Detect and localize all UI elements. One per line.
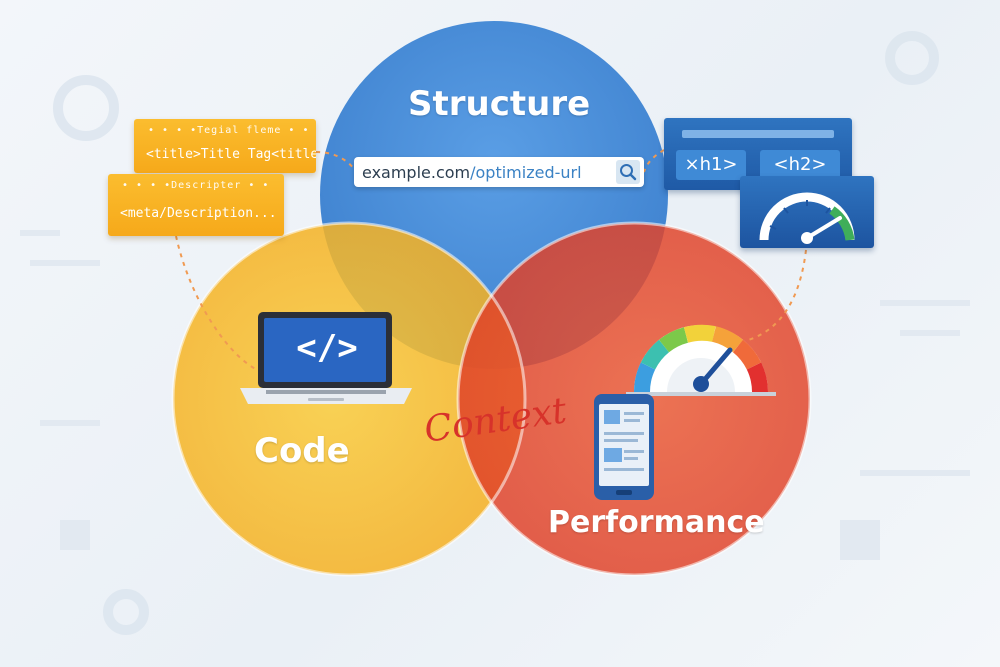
h1-tag: ×h1> bbox=[676, 150, 746, 180]
connector-gauge-panel bbox=[747, 249, 807, 341]
h2-tag: <h2> bbox=[760, 150, 840, 180]
search-icon bbox=[616, 160, 640, 184]
structure-label: Structure bbox=[408, 84, 591, 124]
meta-card-caption: • • • •Descripter • • bbox=[122, 180, 270, 191]
title-tag-card: • • • •Tegial fleme • • <title>Title Tag… bbox=[134, 119, 316, 173]
panel-title-bar bbox=[682, 130, 834, 138]
code-label: Code bbox=[254, 431, 350, 471]
title-card-text: <title>Title Tag<title> bbox=[146, 147, 316, 162]
performance-label: Performance bbox=[548, 505, 765, 540]
speed-gauge-panel bbox=[740, 176, 874, 248]
laptop-code-symbol: </> bbox=[296, 328, 358, 368]
url-domain: example.com bbox=[362, 162, 471, 182]
meta-description-card: • • • •Descripter • • <meta/Description.… bbox=[108, 174, 284, 236]
gauge-icon bbox=[626, 324, 776, 396]
title-card-caption: • • • •Tegial fleme • • bbox=[148, 125, 310, 136]
url-path: /optimized-url bbox=[470, 162, 582, 182]
url-bar: example.com/optimized-url bbox=[354, 157, 644, 187]
meta-card-text: <meta/Description... bbox=[120, 206, 277, 221]
connector-heading-panel bbox=[643, 149, 665, 173]
laptop-icon bbox=[240, 312, 412, 404]
speedometer-icon bbox=[759, 192, 855, 244]
mobile-phone-icon bbox=[594, 394, 654, 500]
connector-title-card bbox=[315, 151, 357, 173]
